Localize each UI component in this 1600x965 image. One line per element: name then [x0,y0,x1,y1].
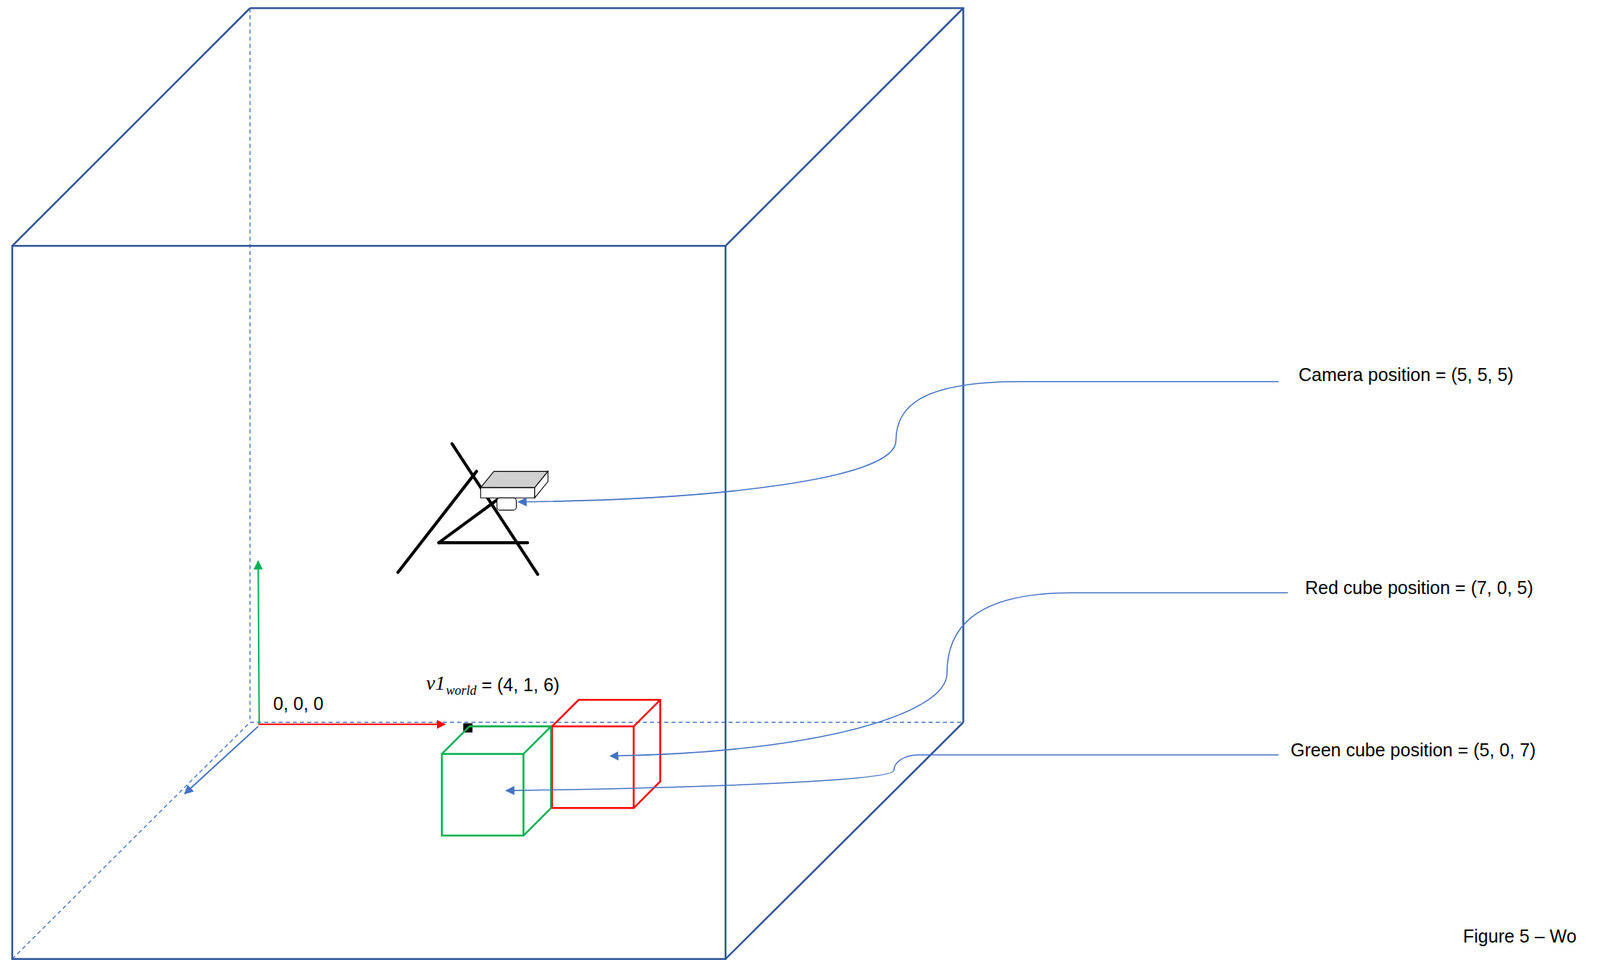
tripod [397,444,538,575]
red-cube [552,700,661,808]
red-cube-callout: Red cube position = (7, 0, 5) [1305,576,1534,599]
figure-caption: Figure 5 – Wo [1463,925,1577,948]
origin-label: 0, 0, 0 [273,692,324,715]
green-cube [442,726,552,837]
cube-hidden-edge [12,722,250,960]
world-axes [184,561,445,795]
leader-lines [505,381,1288,792]
camera-lens [497,497,517,511]
vertex-coordinates: = (4, 1, 6) [481,673,560,696]
camera-callout: Camera position = (5, 5, 5) [1298,363,1514,386]
vertex-name: v1 [426,671,445,696]
cube-side-edges [12,7,964,959]
red-cube-leader [610,592,1288,756]
cube-front-face [12,245,726,959]
vertex-subscript: world [445,683,477,700]
z-axis-arrow [184,726,258,795]
green-cube-callout: Green cube position = (5, 0, 7) [1290,739,1536,761]
x-axis-arrow [257,723,445,726]
green-cube-leader [505,755,1279,791]
camera-body [480,471,548,511]
camera-leader [518,381,1279,503]
y-axis-arrow [257,561,259,725]
world-cube [12,7,964,959]
